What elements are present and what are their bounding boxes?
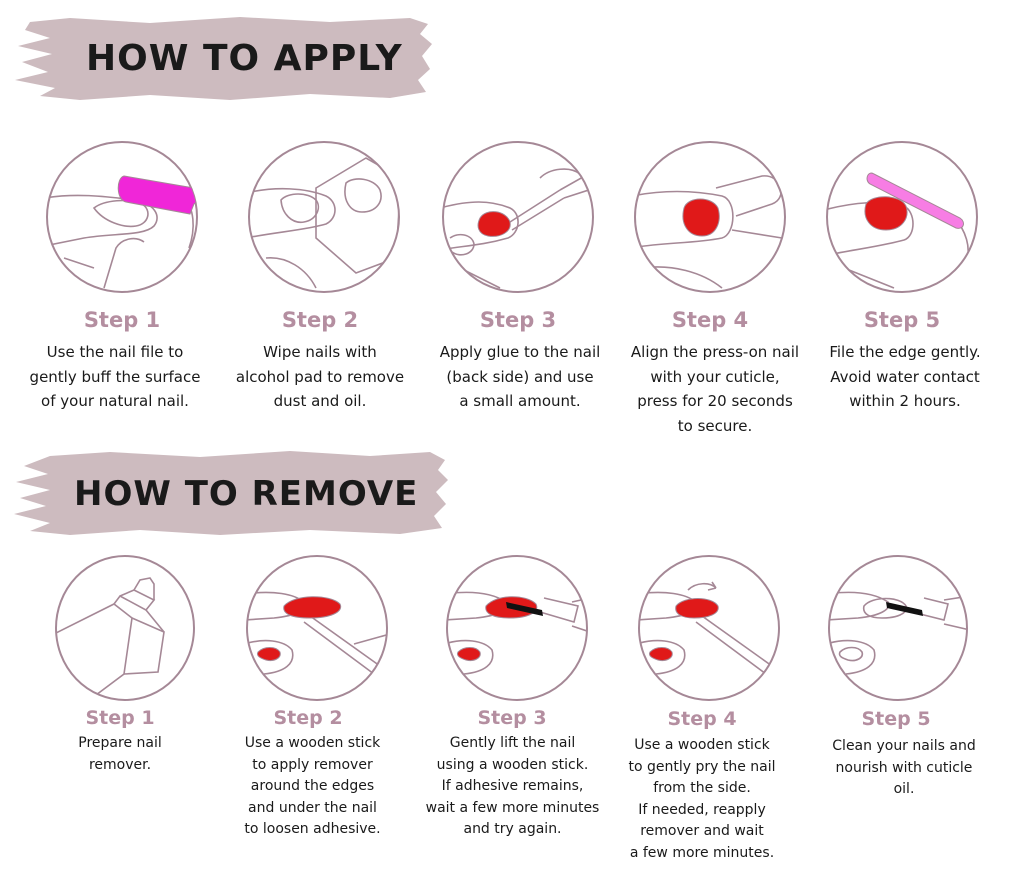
remove-step-5-label: Step 5 — [861, 708, 931, 730]
apply-step-3-circle — [440, 138, 596, 296]
remove-banner — [10, 448, 450, 538]
apply-step-2-text: Wipe nails with alcohol pad to remove du… — [235, 343, 405, 410]
remove-step-4-label: Step 4 — [667, 708, 737, 730]
apply-step-1-label: Step 1 — [83, 308, 161, 332]
apply-step-4-text: Align the press-on nail with your cuticl… — [630, 343, 800, 435]
glue-apply-icon — [442, 141, 594, 293]
press-on-nail-icon — [634, 141, 786, 293]
remove-step-4-circle — [636, 554, 782, 702]
nail-file-buff-icon — [46, 141, 198, 293]
apply-step-5-circle — [824, 138, 980, 296]
remove-step-3-circle — [444, 554, 590, 702]
apply-step-2-circle — [246, 138, 402, 296]
remove-step-2-text: Use a wooden stick to apply remover arou… — [244, 735, 381, 837]
apply-title: HOW TO APPLY — [86, 38, 403, 79]
remove-step-1-circle — [54, 554, 196, 702]
remove-step-1-text: Prepare nail remover. — [78, 735, 162, 773]
lift-nail-icon — [446, 555, 588, 701]
remove-step-4-text: Use a wooden stick to gently pry the nai… — [628, 737, 776, 861]
remove-step-1-label: Step 1 — [85, 707, 155, 729]
apply-step-2-label: Step 2 — [281, 308, 359, 332]
apply-step-1-text: Use the nail file to gently buff the sur… — [29, 343, 201, 410]
cuticle-oil-icon — [828, 555, 968, 701]
pry-nail-icon — [638, 555, 780, 701]
apply-step-5-text: File the edge gently. Avoid water contac… — [829, 343, 981, 410]
apply-step-5-label: Step 5 — [863, 308, 941, 332]
apply-step-3-label: Step 3 — [479, 308, 557, 332]
remove-title: HOW TO REMOVE — [74, 474, 419, 514]
alcohol-pad-wipe-icon — [248, 141, 400, 293]
wooden-stick-apply-icon — [246, 555, 388, 701]
remover-bottle-icon — [55, 555, 195, 701]
remove-step-5-text: Clean your nails and nourish with cuticl… — [832, 738, 976, 797]
remove-step-3-label: Step 3 — [477, 707, 547, 729]
file-edge-icon — [826, 141, 978, 293]
apply-banner — [10, 14, 435, 104]
remove-step-2-label: Step 2 — [273, 707, 343, 729]
apply-step-4-circle — [632, 138, 788, 296]
remove-step-5-circle — [826, 554, 970, 702]
apply-step-4-label: Step 4 — [671, 308, 749, 332]
apply-step-1-circle — [44, 138, 200, 296]
remove-step-2-circle — [244, 554, 390, 702]
apply-step-3-text: Apply glue to the nail (back side) and u… — [439, 343, 601, 410]
remove-step-3-text: Gently lift the nail using a wooden stic… — [425, 735, 600, 837]
